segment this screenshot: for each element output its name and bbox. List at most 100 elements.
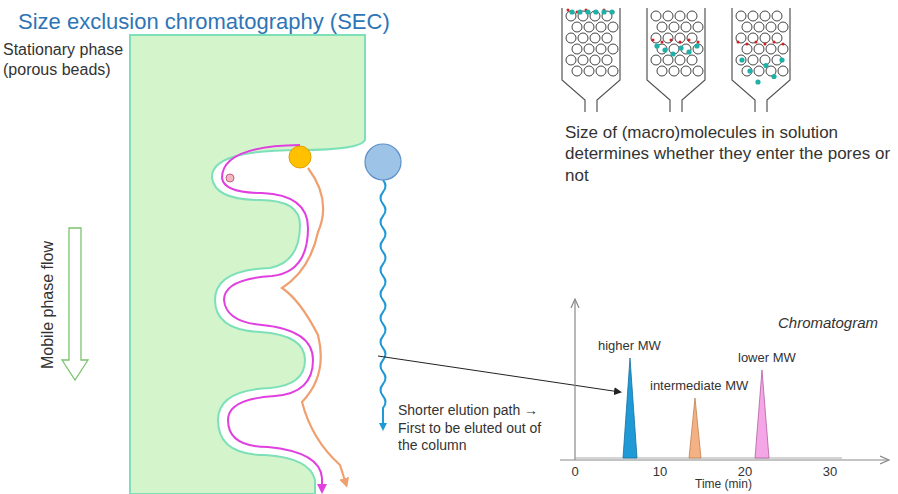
large-molecule-path (381, 180, 386, 428)
bead (596, 66, 606, 76)
bead (772, 33, 782, 43)
bead (742, 66, 752, 76)
bead (754, 44, 764, 54)
large-dot (771, 74, 776, 79)
bead (687, 11, 697, 21)
bead (602, 55, 612, 65)
large-dot (585, 9, 590, 14)
large-dot (686, 49, 691, 54)
bead (663, 11, 673, 21)
bead (590, 33, 600, 43)
small-dot (697, 41, 700, 44)
bead (675, 11, 685, 21)
small-dot (782, 43, 785, 46)
large-dot (694, 43, 699, 48)
callout-note: Shorter elution path → First to be elute… (398, 402, 548, 455)
bead (681, 22, 691, 32)
bead (657, 66, 667, 76)
bead (736, 33, 746, 43)
medium-molecule (289, 146, 311, 168)
bead (584, 66, 594, 76)
tick-label: 30 (823, 464, 837, 480)
bead (651, 55, 661, 65)
peak-label: lower MW (738, 350, 796, 366)
bead (578, 33, 588, 43)
bead (687, 33, 697, 43)
large-dot (654, 43, 659, 48)
large-dot (593, 9, 598, 14)
tick-label: 10 (653, 464, 667, 480)
bead (675, 33, 685, 43)
bead (566, 33, 576, 43)
bead (754, 22, 764, 32)
column-outline (647, 8, 705, 112)
bead (669, 22, 679, 32)
small-dot (661, 41, 664, 44)
axis-title: Time (min) (695, 477, 752, 492)
bead (572, 66, 582, 76)
chart-title: Chromatogram (778, 314, 878, 333)
bead (608, 44, 618, 54)
bead (693, 44, 703, 54)
small-dot (746, 43, 749, 46)
flow-arrow (62, 228, 88, 380)
x-axis (560, 459, 888, 460)
flow-label: Mobile phase flow (38, 241, 58, 369)
bead (687, 55, 697, 65)
bead (578, 55, 588, 65)
y-axis (574, 300, 575, 460)
large-molecule (365, 144, 401, 180)
bead (778, 22, 788, 32)
bead (572, 22, 582, 32)
note: Size of (macro)molecules in solution det… (565, 122, 895, 186)
peak-label: higher MW (598, 338, 661, 354)
leader-line (378, 356, 620, 392)
large-dot (678, 45, 683, 50)
bead (742, 22, 752, 32)
bead (748, 55, 758, 65)
bead (693, 22, 703, 32)
bead (596, 44, 606, 54)
small-dot (567, 9, 570, 12)
bead (584, 44, 594, 54)
small-dot (755, 41, 758, 44)
large-dot (601, 9, 606, 14)
large-dot (739, 57, 744, 62)
small-dot (688, 39, 691, 42)
large-dot (779, 57, 784, 62)
bead (766, 44, 776, 54)
small-dot (737, 41, 740, 44)
small-dot (679, 41, 682, 44)
bead (608, 66, 618, 76)
small-molecule (226, 174, 234, 182)
bead (651, 11, 661, 21)
bead (675, 55, 685, 65)
bead (736, 11, 746, 21)
large-dot (577, 9, 582, 14)
bead (778, 66, 788, 76)
side-label: Stationary phase (porous beads) (3, 40, 133, 80)
bead (766, 22, 776, 32)
large-dot (662, 47, 667, 52)
bead (596, 22, 606, 32)
column-outline (562, 8, 620, 112)
small-dot (773, 41, 776, 44)
peak-low (755, 370, 769, 458)
bead (748, 33, 758, 43)
bead (590, 55, 600, 65)
bead (760, 11, 770, 21)
peak-high (623, 358, 637, 458)
large-dot (755, 79, 760, 84)
large-dot (670, 51, 675, 56)
large-dot (763, 63, 768, 68)
bead (736, 55, 746, 65)
bead (693, 66, 703, 76)
peak-label: intermediate MW (650, 378, 748, 394)
bead (663, 33, 673, 43)
column-outline (732, 8, 790, 112)
bead (602, 33, 612, 43)
baseline (575, 458, 842, 459)
medium-molecule-path (282, 168, 346, 484)
bead (681, 66, 691, 76)
bead (657, 22, 667, 32)
